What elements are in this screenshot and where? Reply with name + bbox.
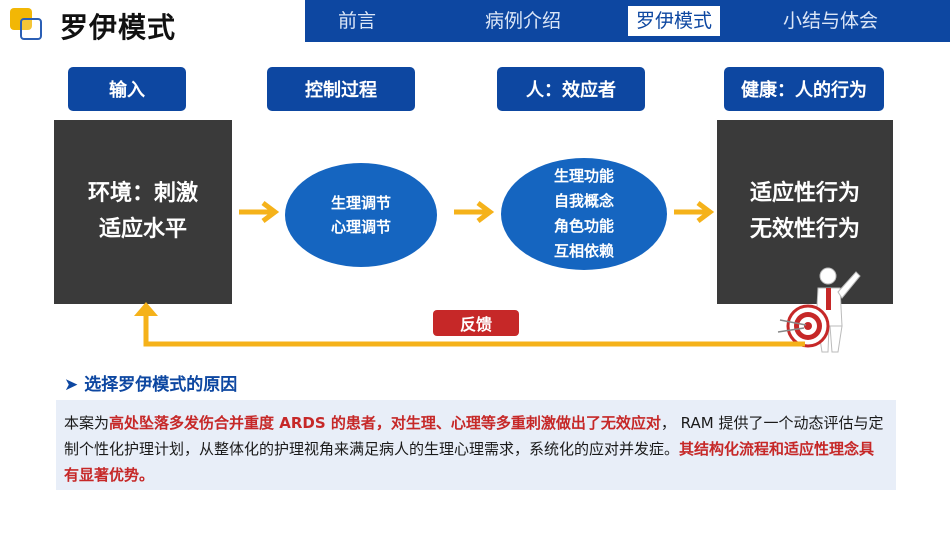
reason-heading-text: 选择罗伊模式的原因 [84, 375, 238, 395]
tab-summary[interactable]: 小结与体会 [783, 10, 879, 32]
label-health-behavior: 健康：人的行为 [724, 67, 884, 111]
arrow-right-icon [239, 201, 280, 223]
label-control-process: 控制过程 [267, 67, 415, 111]
feedback-loop-arrow [134, 302, 805, 347]
reason-text-highlight-1: 高处坠落多发伤合并重度 ARDS 的患者，对生理、心理等多重刺激做出了无效应对 [109, 414, 661, 432]
chevron-right-icon: ➤ [64, 375, 79, 395]
output-line-2: 无效性行为 [749, 217, 860, 242]
output-line-1: 适应性行为 [749, 181, 860, 206]
output-box: 适应性行为 无效性行为 [717, 120, 893, 304]
effector-line-1: 生理功能 [553, 167, 614, 185]
control-line-1: 生理调节 [330, 194, 391, 212]
input-box: 环境：刺激 适应水平 [54, 120, 232, 304]
reason-text-1: 本案为 [64, 414, 110, 432]
reason-text-box: 本案为高处坠落多发伤合并重度 ARDS 的患者，对生理、心理等多重刺激做出了无效… [56, 400, 896, 490]
logo-icon [10, 8, 44, 42]
reason-text-2: ， RAM 提供了一个动态评估与定制个性化护理计划，从整体化的护理视角来满足病人… [64, 414, 884, 458]
target-figure-icon [777, 267, 861, 353]
page-title: 罗伊模式 [60, 11, 177, 44]
label-input: 输入 [68, 67, 186, 111]
effector-line-2: 自我概念 [553, 192, 614, 210]
input-line-2: 适应水平 [98, 217, 187, 242]
control-ellipse: 生理调节 心理调节 [285, 163, 437, 267]
tab-roy-model[interactable]: 罗伊模式 [628, 6, 721, 36]
arrow-right-icon [674, 201, 715, 223]
control-line-2: 心理调节 [330, 218, 391, 236]
effector-line-3: 角色功能 [553, 217, 614, 235]
feedback-label: 反馈 [433, 310, 519, 336]
input-line-1: 环境：刺激 [87, 181, 198, 206]
reason-text-highlight-2: 其结构化流程和适应性理念具有显著优势。 [64, 440, 875, 484]
arrow-right-icon [454, 201, 495, 223]
top-nav: 前言 病例介绍 罗伊模式 小结与体会 [305, 0, 950, 42]
tab-case-intro[interactable]: 病例介绍 [485, 10, 562, 32]
effector-line-4: 互相依赖 [553, 242, 614, 260]
effector-ellipse: 生理功能 自我概念 角色功能 互相依赖 [501, 158, 667, 270]
reason-heading: ➤选择罗伊模式的原因 [64, 370, 237, 395]
tab-preface[interactable]: 前言 [338, 10, 377, 32]
label-effector: 人：效应者 [497, 67, 645, 111]
